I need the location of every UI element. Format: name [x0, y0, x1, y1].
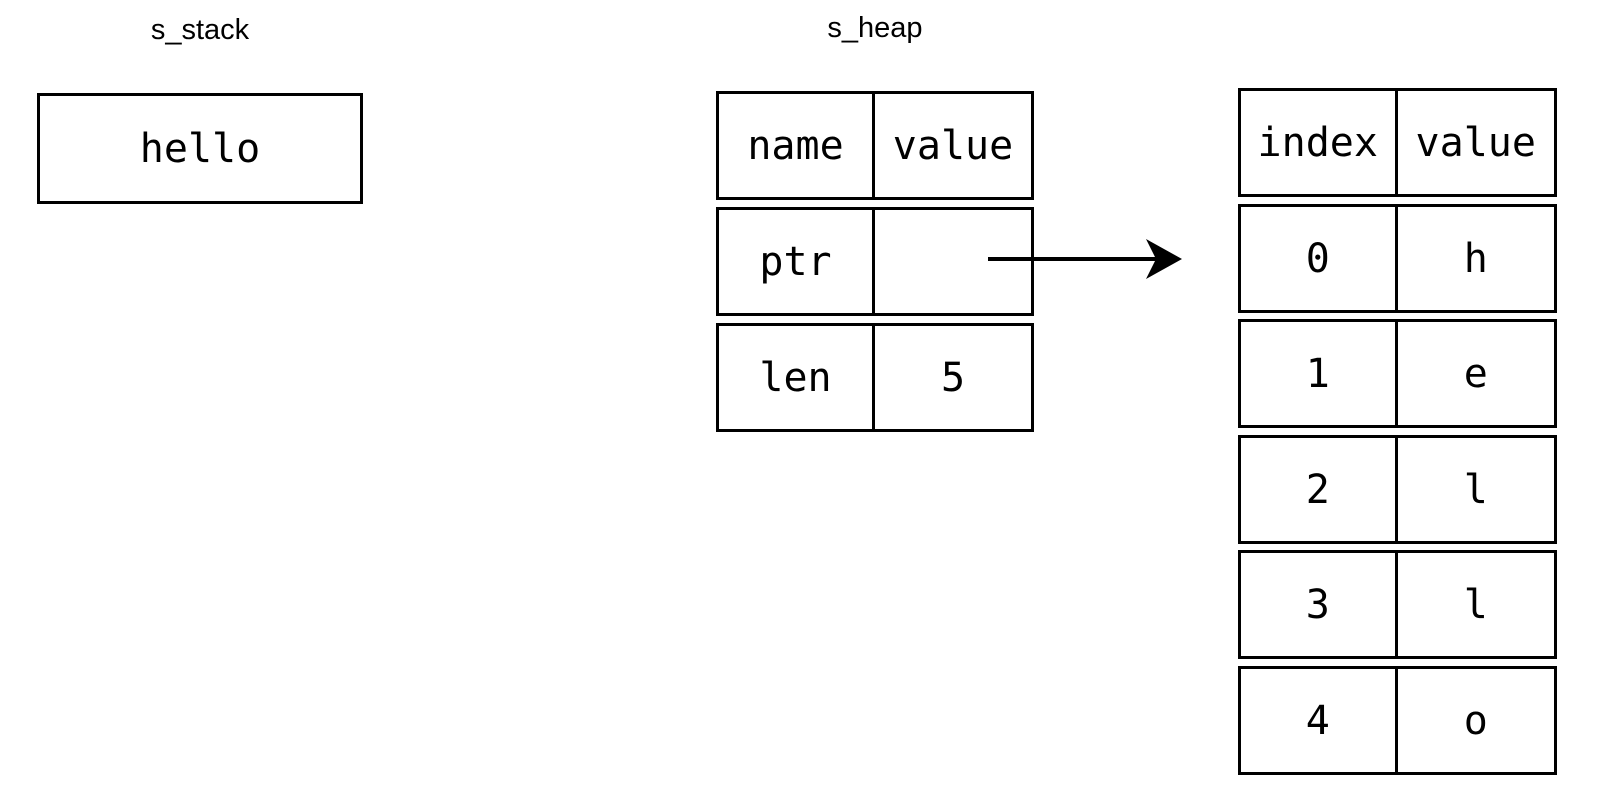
buffer-index-cell: 1: [1241, 322, 1398, 425]
heap-header-value: value: [892, 122, 1014, 169]
heap-len-value-cell: 5: [940, 354, 966, 401]
buffer-value-cell: l: [1463, 466, 1488, 513]
buffer-table-header-row: index value: [1238, 88, 1557, 197]
heap-ptr-name-cell: ptr: [719, 210, 875, 313]
buffer-index-cell: 0: [1241, 207, 1398, 310]
heap-label: s_heap: [827, 12, 923, 44]
buffer-table-row-3: 3 l: [1238, 550, 1557, 659]
buffer-table-row-4: 4 o: [1238, 666, 1557, 775]
heap-table-row-len: len 5: [716, 323, 1034, 432]
heap-len-name-cell: len: [719, 326, 875, 429]
heap-table-header-row: name value: [716, 91, 1034, 200]
buffer-value-cell: o: [1463, 697, 1488, 744]
buffer-table-row-0: 0 h: [1238, 204, 1557, 313]
stack-label: s_stack: [150, 14, 250, 46]
buffer-index-cell: 3: [1241, 553, 1398, 656]
buffer-header-value: value: [1415, 119, 1536, 166]
buffer-value-cell: l: [1463, 581, 1488, 628]
stack-box-value: hello: [139, 125, 261, 172]
heap-table-row-ptr: ptr: [716, 207, 1034, 316]
buffer-header-index: index: [1241, 91, 1398, 194]
buffer-table-row-2: 2 l: [1238, 435, 1557, 544]
buffer-value-cell: h: [1463, 235, 1488, 282]
buffer-value-cell: e: [1463, 350, 1488, 397]
stack-box: hello: [37, 93, 363, 204]
buffer-index-cell: 4: [1241, 669, 1398, 772]
heap-header-name: name: [719, 94, 875, 197]
buffer-index-cell: 2: [1241, 438, 1398, 541]
heap-ptr-value-cell: [875, 210, 1031, 313]
buffer-table-row-1: 1 e: [1238, 319, 1557, 428]
